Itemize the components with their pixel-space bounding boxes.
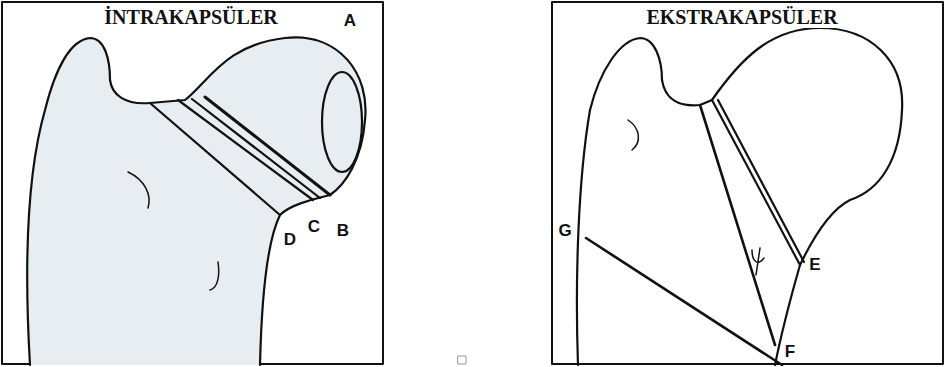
fracture-label: F <box>784 343 796 362</box>
fracture-line <box>700 105 775 345</box>
fracture-line <box>718 100 804 262</box>
fracture-label: A <box>343 12 357 31</box>
bone-marking <box>752 248 764 275</box>
bone-marking <box>628 120 638 150</box>
fracture-line <box>586 238 782 365</box>
femur-outline <box>577 28 902 365</box>
panel-title: EKSTRAKAPSÜLER <box>644 6 839 28</box>
bone-marking <box>128 172 149 208</box>
femur-outline <box>27 37 365 365</box>
fracture-label: G <box>557 222 572 241</box>
fracture-line <box>192 99 320 198</box>
fracture-label: C <box>307 218 321 237</box>
panel-frame <box>552 2 943 364</box>
artifact-square <box>458 356 466 364</box>
fracture-label: B <box>336 222 350 241</box>
bone-marking <box>210 262 219 290</box>
fracture-label: D <box>283 231 297 250</box>
fracture-line <box>322 72 362 172</box>
fracture-label: E <box>808 256 821 275</box>
panel-title: İNTRAKAPSÜLER <box>102 6 279 28</box>
fracture-line <box>150 103 280 215</box>
fracture-line <box>205 97 330 195</box>
bone-shading <box>27 37 365 365</box>
